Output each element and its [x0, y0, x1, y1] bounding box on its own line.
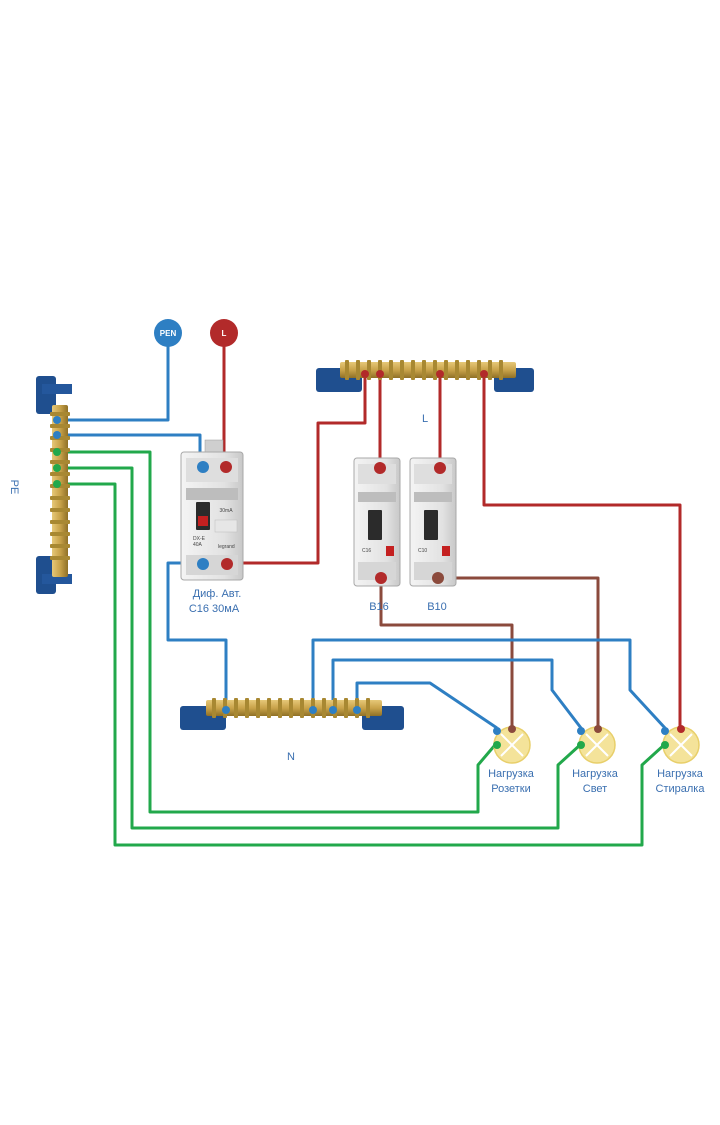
load-light-line1: Нагрузка — [572, 768, 619, 780]
load-sockets-line2: Розетки — [491, 783, 531, 795]
wire-n-bus-to-washer — [311, 638, 667, 730]
pe-bus-bar — [52, 405, 68, 577]
b16-label: B16 — [369, 601, 389, 613]
wire-b10-to-light — [438, 576, 600, 728]
n-bus-label: N — [287, 751, 295, 763]
wire-b16-to-sockets — [379, 578, 514, 728]
wire-pe-to-light — [58, 466, 582, 830]
b10-handle — [424, 510, 438, 540]
b10-label: B10 — [427, 601, 447, 613]
wire-rcbo-to-l-bus — [228, 374, 367, 565]
svg-text:PEN: PEN — [160, 329, 177, 338]
svg-text:C10: C10 — [418, 548, 427, 554]
rcbo-breaker: 30mA DX-E 40A legrand — [180, 439, 244, 581]
b16-breaker: C16 — [353, 457, 401, 587]
pen-terminal: PEN — [154, 319, 182, 347]
load-washer-line2: Стиралка — [656, 783, 706, 795]
rcbo-label-line2: C16 30мА — [189, 603, 240, 615]
wire-pe-to-washer — [58, 482, 666, 847]
n-bus — [180, 698, 404, 730]
load-washer — [661, 725, 700, 764]
pe-bus-label: PE — [8, 480, 20, 495]
l-bus — [316, 360, 534, 392]
b16-handle — [368, 510, 382, 540]
wire-pe-to-sockets — [58, 450, 497, 814]
b10-breaker: C10 — [409, 457, 457, 587]
n-bus-bar — [206, 700, 382, 716]
wire-n-bus-to-sockets — [355, 681, 498, 730]
wires — [58, 345, 682, 847]
rcbo-label-line1: Диф. Авт. — [193, 588, 242, 600]
l-bus-label: L — [422, 413, 428, 425]
load-sockets — [493, 725, 531, 764]
svg-text:DX-E: DX-E — [193, 536, 206, 542]
pe-bus — [36, 376, 72, 594]
wire-n-bus-to-light — [331, 658, 583, 729]
l-terminal: L — [210, 319, 238, 347]
svg-text:30mA: 30mA — [219, 508, 233, 514]
load-washer-line1: Нагрузка — [657, 768, 704, 780]
svg-text:40A: 40A — [193, 542, 203, 548]
svg-text:C16: C16 — [362, 548, 371, 554]
load-sockets-line1: Нагрузка — [488, 768, 535, 780]
wire-l-bus-to-washer — [482, 374, 682, 728]
wire-rcbo-n-to-n-bus — [166, 561, 228, 710]
load-light — [577, 725, 616, 764]
wire-pen-supply — [58, 345, 170, 422]
svg-text:L: L — [222, 329, 227, 338]
load-light-line2: Свет — [583, 783, 607, 795]
svg-text:legrand: legrand — [218, 544, 235, 550]
